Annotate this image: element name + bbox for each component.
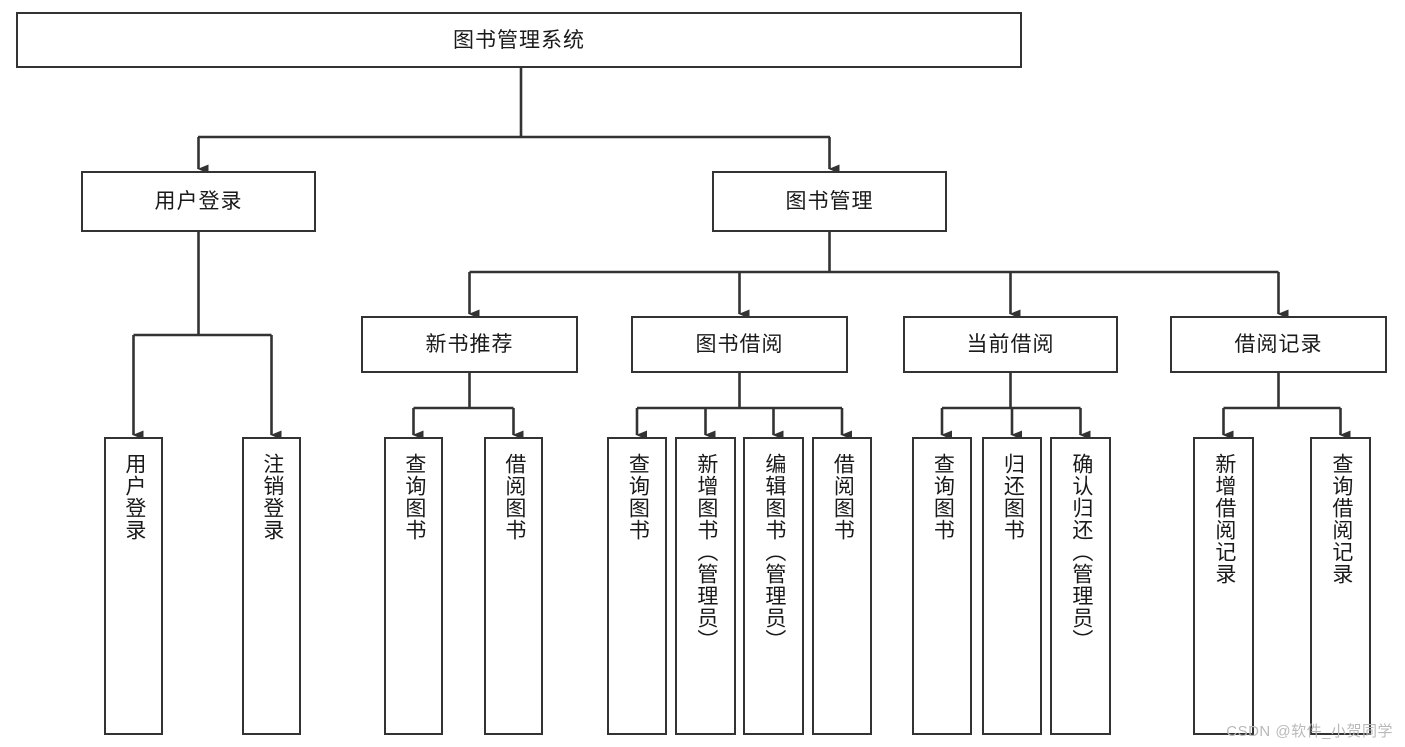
node-label: 编辑图书（管理员）	[762, 453, 786, 651]
leaf-node-注销登录[interactable]: 注销登录	[242, 437, 301, 735]
node-label: 注销登录	[260, 453, 284, 541]
leaf-node-新增借阅记录[interactable]: 新增借阅记录	[1193, 437, 1254, 735]
leaf-node-借阅图书[interactable]: 借阅图书	[812, 437, 872, 735]
node-label: 图书借阅	[695, 333, 784, 356]
leaf-node-用户登录[interactable]: 用户登录	[104, 437, 163, 735]
node-label: 用户登录	[154, 190, 243, 213]
node-label: 图书管理	[785, 190, 874, 213]
node-label: 新增图书（管理员）	[694, 453, 718, 651]
node-label: 查询借阅记录	[1329, 453, 1353, 585]
leaf-node-新增图书管理员[interactable]: 新增图书（管理员）	[675, 437, 736, 735]
watermark: CSDN @软件_小贺同学	[1226, 723, 1393, 740]
leaf-node-查询图书[interactable]: 查询图书	[384, 437, 443, 735]
node-label: 当前借阅	[966, 333, 1055, 356]
leaf-node-查询图书[interactable]: 查询图书	[912, 437, 972, 735]
root-node-图书管理系统[interactable]: 图书管理系统	[16, 12, 1022, 68]
level1-node-图书管理[interactable]: 图书管理	[712, 171, 947, 232]
node-label: 查询图书	[626, 453, 650, 541]
node-label: 新增借阅记录	[1212, 453, 1236, 585]
node-label: 借阅图书	[502, 453, 526, 541]
node-label: 查询图书	[931, 453, 955, 541]
level1-node-用户登录[interactable]: 用户登录	[81, 171, 316, 232]
leaf-node-查询借阅记录[interactable]: 查询借阅记录	[1310, 437, 1371, 735]
node-label: 查询图书	[402, 453, 426, 541]
leaf-node-借阅图书[interactable]: 借阅图书	[484, 437, 543, 735]
node-label: 用户登录	[122, 453, 146, 541]
node-label: 新书推荐	[425, 333, 514, 356]
node-label: 图书管理系统	[453, 28, 585, 52]
leaf-node-归还图书[interactable]: 归还图书	[982, 437, 1042, 735]
level2-node-图书借阅[interactable]: 图书借阅	[631, 316, 848, 373]
node-label: 借阅记录	[1234, 333, 1323, 356]
node-label: 归还图书	[1001, 453, 1025, 541]
node-label: 确认归还（管理员）	[1069, 453, 1093, 651]
level2-node-借阅记录[interactable]: 借阅记录	[1170, 316, 1387, 373]
node-label: 借阅图书	[831, 453, 855, 541]
leaf-node-查询图书[interactable]: 查询图书	[607, 437, 667, 735]
level2-node-新书推荐[interactable]: 新书推荐	[361, 316, 578, 373]
level2-node-当前借阅[interactable]: 当前借阅	[903, 316, 1118, 373]
leaf-node-确认归还管理员[interactable]: 确认归还（管理员）	[1050, 437, 1111, 735]
leaf-node-编辑图书管理员[interactable]: 编辑图书（管理员）	[743, 437, 804, 735]
